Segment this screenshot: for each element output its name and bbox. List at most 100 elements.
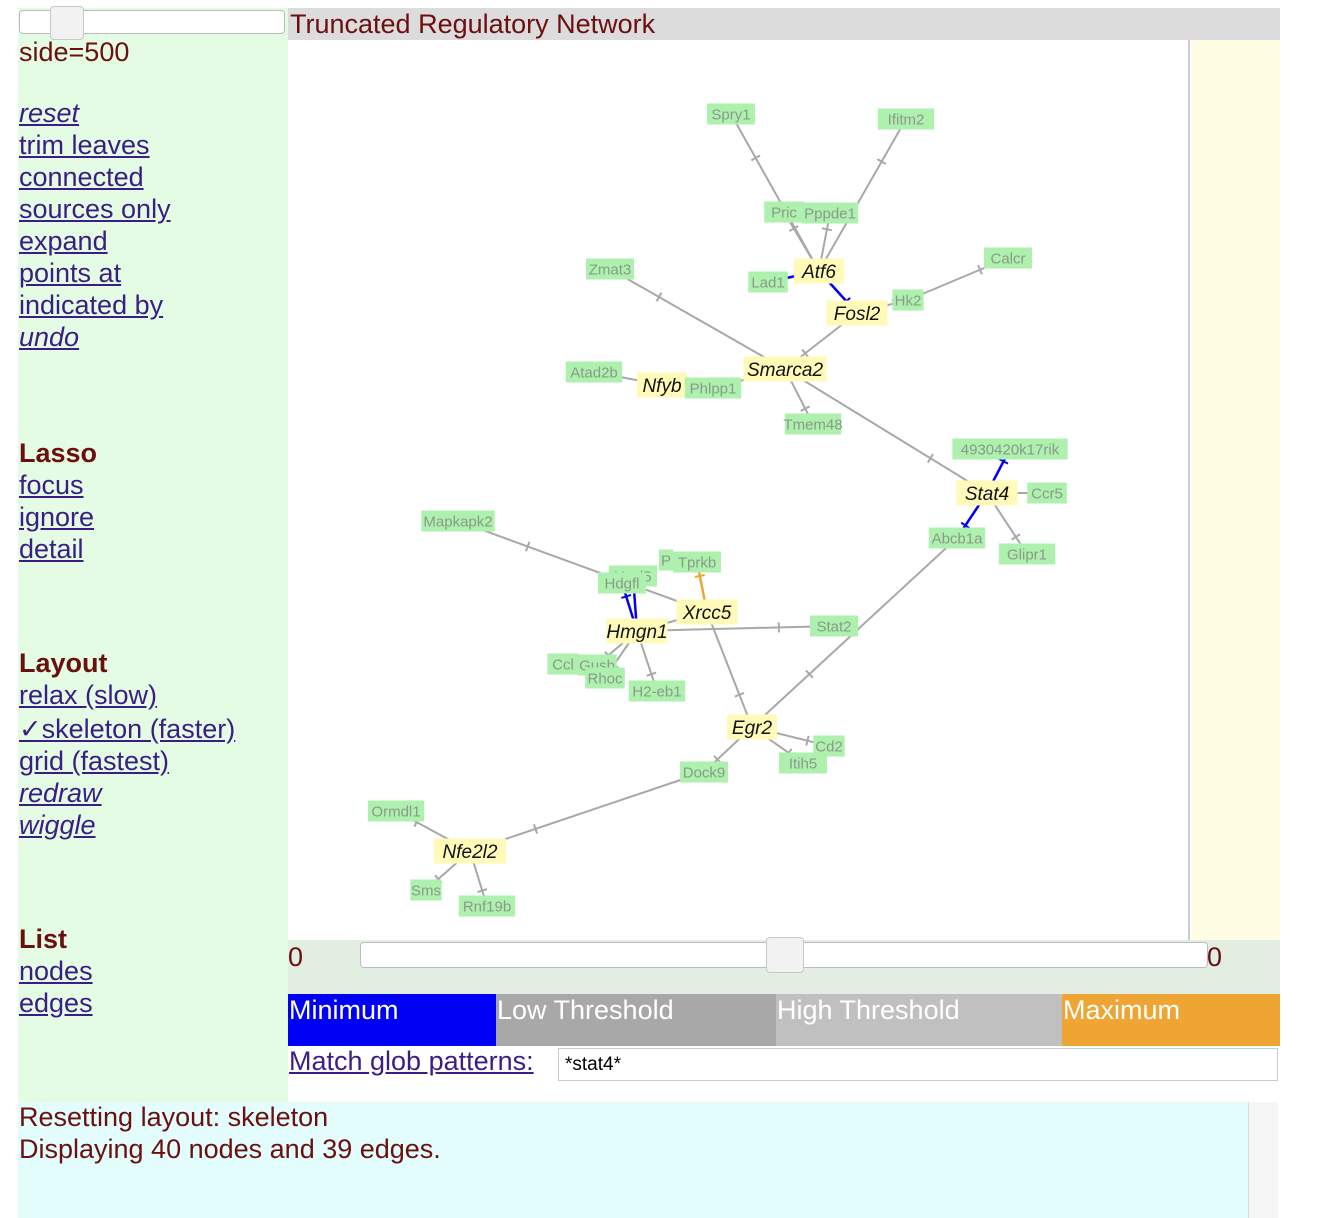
graph-node-Zmat3[interactable]: Zmat3 xyxy=(586,258,634,280)
expand-link[interactable]: expand xyxy=(19,226,108,256)
lasso-detail-link[interactable]: detail xyxy=(19,534,84,564)
edge-tick-Atf6-Spry1 xyxy=(750,154,761,162)
edge-tick-Smarca2-Zmat3 xyxy=(655,292,663,302)
edge-Smarca2-Zmat3[interactable] xyxy=(609,268,786,370)
lasso-ignore-link[interactable]: ignore xyxy=(19,502,95,532)
graph-node-Pric[interactable]: Pric xyxy=(764,201,804,223)
reset-link[interactable]: reset xyxy=(19,98,80,128)
graph-node-Glipr1[interactable]: Glipr1 xyxy=(998,543,1056,565)
graph-node-Pppde1[interactable]: Pppde1 xyxy=(801,202,859,224)
graph-node-Ccr5[interactable]: Ccr5 xyxy=(1027,482,1067,504)
graph-node-Rhoc[interactable]: Rhoc xyxy=(585,667,625,689)
graph-node-Sms[interactable]: Sms xyxy=(410,879,442,901)
connected-link[interactable]: connected xyxy=(19,162,144,192)
indicated-by-link[interactable]: indicated by xyxy=(19,290,164,320)
edge-Dock9-Nfe2l2[interactable] xyxy=(469,771,705,852)
graph-node-Hmgn1[interactable]: Hmgn1 xyxy=(606,618,668,644)
graph-node-H2-eb1[interactable]: H2-eb1 xyxy=(628,680,686,702)
edge-Atf6-Ifitm2[interactable] xyxy=(818,118,907,272)
graph-node-Fosl2[interactable]: Fosl2 xyxy=(826,300,888,326)
redraw-link[interactable]: redraw xyxy=(19,778,102,808)
points-at-link[interactable]: points at xyxy=(19,258,122,288)
graph-node-Ccl[interactable]: Ccl xyxy=(547,653,579,675)
glob-pattern-input[interactable] xyxy=(558,1048,1278,1081)
graph-node-Egr2[interactable]: Egr2 xyxy=(726,714,778,740)
wiggle-link[interactable]: wiggle xyxy=(19,810,96,840)
threshold-slider-handle[interactable] xyxy=(766,937,804,973)
layout-relax-link[interactable]: relax (slow) xyxy=(19,680,158,710)
graph-node-label: Calcr xyxy=(990,250,1025,267)
graph-node-box xyxy=(598,572,646,594)
graph-node-box xyxy=(826,300,888,326)
log-scrollbar[interactable] xyxy=(1248,1102,1278,1218)
graph-node-box xyxy=(928,527,986,549)
legend-maximum: Maximum xyxy=(1062,994,1280,1046)
graph-node-box xyxy=(743,356,827,382)
graph-node-4930420k17rik[interactable]: 4930420k17rik xyxy=(952,438,1068,460)
graph-node-Tmem48[interactable]: Tmem48 xyxy=(783,413,843,435)
graph-node-Mapkapk2[interactable]: Mapkapk2 xyxy=(421,510,495,532)
graph-node-label: Phlpp1 xyxy=(690,380,737,397)
status-log: Resetting layout: skeleton Displaying 40… xyxy=(18,1102,1248,1218)
graph-node-Xrcc5[interactable]: Xrcc5 xyxy=(676,599,738,625)
graph-node-Smarca2[interactable]: Smarca2 xyxy=(743,356,827,382)
graph-node-label: Xrcc5 xyxy=(682,603,732,624)
graph-node-box xyxy=(658,549,674,571)
graph-node-label: Zmat3 xyxy=(589,261,632,278)
graph-node-Hk2[interactable]: Hk2 xyxy=(892,289,924,311)
edge-tick-Fosl2-Smarca2 xyxy=(801,348,810,358)
graph-node-label: Ccl xyxy=(552,656,574,673)
edge-tick-Atf6-Ifitm2 xyxy=(876,158,887,165)
layout-grid-link[interactable]: grid (fastest) xyxy=(19,746,170,776)
graph-node-box xyxy=(984,247,1032,269)
graph-node-Ifitm2[interactable]: Ifitm2 xyxy=(877,108,935,130)
graph-node-Spry1[interactable]: Spry1 xyxy=(707,103,755,125)
side-size-slider-handle[interactable] xyxy=(50,6,84,40)
sources-only-link[interactable]: sources only xyxy=(19,194,171,224)
graph-node-Itih5[interactable]: Itih5 xyxy=(779,752,827,774)
threshold-slider-row: 0 0 xyxy=(288,937,1280,994)
threshold-slider[interactable] xyxy=(360,937,1208,973)
match-glob-patterns-link[interactable]: Match glob patterns: xyxy=(289,1046,534,1076)
graph-node-box xyxy=(793,258,845,284)
graph-node-Atf6[interactable]: Atf6 xyxy=(793,258,845,284)
graph-node-Tprkb[interactable]: Tprkb xyxy=(673,551,721,573)
trim-leaves-link[interactable]: trim leaves xyxy=(19,130,150,160)
graph-node-box xyxy=(410,879,442,901)
graph-node-Dock9[interactable]: Dock9 xyxy=(680,761,728,783)
graph-node-Hdgfl[interactable]: Hdgfl xyxy=(598,572,646,594)
graph-node-Stat2[interactable]: Stat2 xyxy=(810,615,858,637)
list-edges-link[interactable]: edges xyxy=(19,988,93,1018)
edge-Xrcc5-Mapkapk2[interactable] xyxy=(457,520,708,613)
graph-node-box xyxy=(586,258,634,280)
graph-node-Atad2b[interactable]: Atad2b xyxy=(565,361,623,383)
graph-node-box xyxy=(998,543,1056,565)
layout-skeleton-link[interactable]: ✓skeleton (faster) xyxy=(19,714,236,744)
undo-link[interactable]: undo xyxy=(19,322,80,352)
graph-node-Abcb1a[interactable]: Abcb1a xyxy=(928,527,986,549)
graph-node-label: Pppde1 xyxy=(804,205,856,222)
graph-node-Rnf19b[interactable]: Rnf19b xyxy=(458,895,516,917)
graph-node-Lad1[interactable]: Lad1 xyxy=(748,271,788,293)
threshold-min-value: 0 xyxy=(288,942,304,972)
graph-node-Ormdl1[interactable]: Ormdl1 xyxy=(367,800,425,822)
graph-node-box xyxy=(784,413,842,435)
graph-node-box xyxy=(748,271,788,293)
graph-node-Nfe2l2[interactable]: Nfe2l2 xyxy=(433,838,507,864)
graph-node-Calcr[interactable]: Calcr xyxy=(984,247,1032,269)
graph-node-Stat4[interactable]: Stat4 xyxy=(956,480,1018,506)
sidebar: side=500 reset trim leaves connected sou… xyxy=(18,6,288,1102)
graph-node-P[interactable]: P xyxy=(658,549,674,571)
list-nodes-link[interactable]: nodes xyxy=(19,956,93,986)
graph-node-label: Ormdl1 xyxy=(371,803,420,820)
graph-node-Phlpp1[interactable]: Phlpp1 xyxy=(684,377,742,399)
edge-Hmgn1-Stat2[interactable] xyxy=(636,625,835,632)
graph-node-Nfyb[interactable]: Nfyb xyxy=(636,372,688,398)
lasso-focus-link[interactable]: focus xyxy=(19,470,84,500)
edge-Xrcc5-Egr2[interactable] xyxy=(706,611,753,728)
side-size-slider[interactable] xyxy=(19,6,285,40)
graph-node-Cd2[interactable]: Cd2 xyxy=(813,735,845,757)
edge-Smarca2-Stat4[interactable] xyxy=(784,368,988,494)
